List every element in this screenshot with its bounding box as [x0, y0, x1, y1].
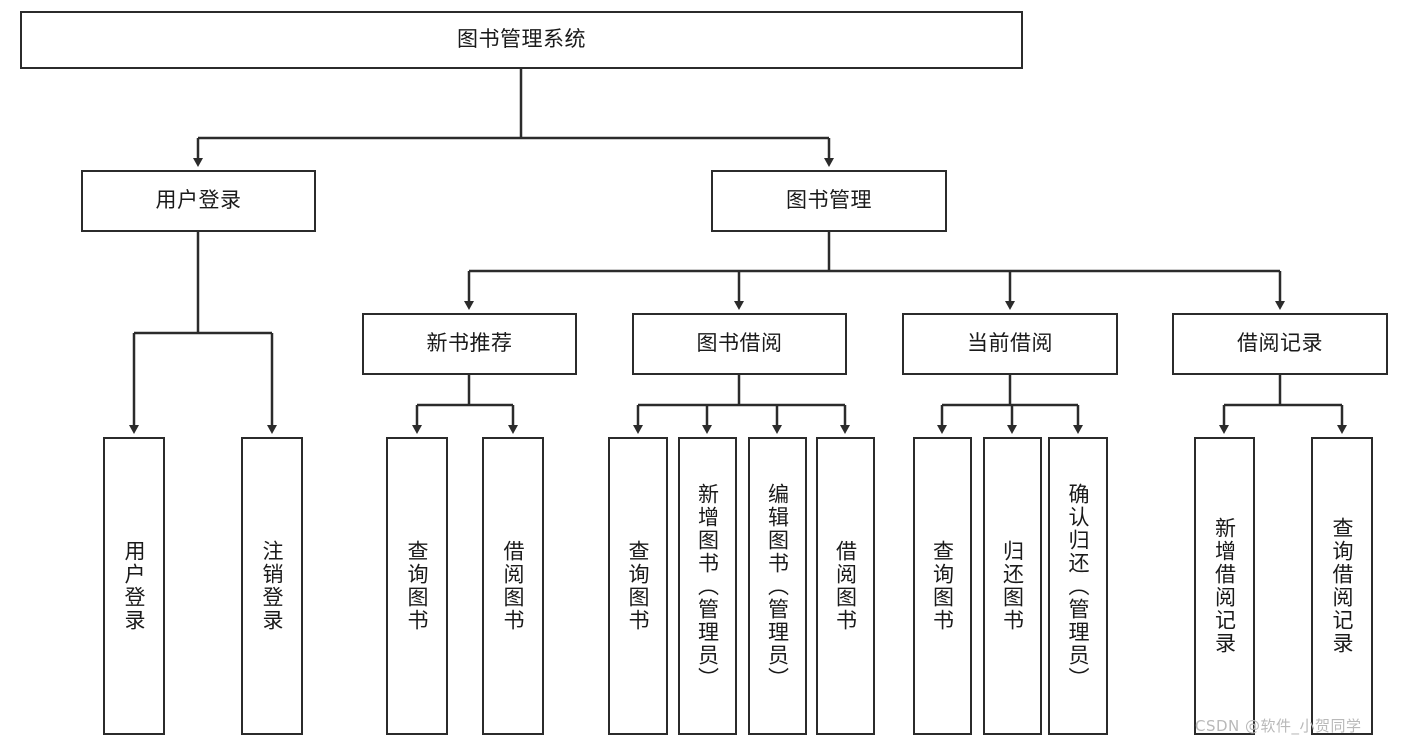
leaf-confirm-return-admin[interactable]: 确认归还（管理员） — [1048, 437, 1108, 735]
leaf-borrow-book-recommend[interactable]: 借阅图书 — [482, 437, 544, 735]
leaf-add-borrow-record[interactable]: 新增借阅记录 — [1194, 437, 1255, 735]
node-label: 借阅图书 — [833, 540, 858, 632]
leaf-logout-login[interactable]: 注销登录 — [241, 437, 303, 735]
node-label: 查询图书 — [405, 540, 430, 632]
node-borrow-record[interactable]: 借阅记录 — [1172, 313, 1388, 375]
node-label: 新增图书（管理员） — [695, 482, 720, 690]
leaf-query-borrow-record[interactable]: 查询借阅记录 — [1311, 437, 1373, 735]
leaf-borrow-book[interactable]: 借阅图书 — [816, 437, 875, 735]
node-book-management[interactable]: 图书管理 — [711, 170, 947, 232]
node-title-book-management-system[interactable]: 图书管理系统 — [20, 11, 1023, 69]
leaf-query-book-borrow[interactable]: 查询图书 — [608, 437, 668, 735]
node-label: 查询图书 — [930, 540, 955, 632]
node-label: 编辑图书（管理员） — [765, 482, 790, 690]
node-label: 查询借阅记录 — [1330, 517, 1355, 655]
node-label: 借阅图书 — [501, 540, 526, 632]
node-label: 用户登录 — [155, 188, 242, 213]
node-label: 归还图书 — [1000, 540, 1025, 632]
node-label: 确认归还（管理员） — [1066, 482, 1091, 690]
node-book-borrow[interactable]: 图书借阅 — [632, 313, 847, 375]
node-label: 新增借阅记录 — [1212, 517, 1237, 655]
node-label: 当前借阅 — [967, 331, 1053, 356]
node-label: 新书推荐 — [426, 331, 513, 356]
node-label: 图书管理 — [786, 188, 872, 213]
leaf-return-book[interactable]: 归还图书 — [983, 437, 1042, 735]
node-new-book-recommend[interactable]: 新书推荐 — [362, 313, 577, 375]
node-label: 注销登录 — [260, 540, 285, 632]
node-label: 查询图书 — [626, 540, 651, 632]
leaf-user-login[interactable]: 用户登录 — [103, 437, 165, 735]
node-label: 用户登录 — [122, 540, 147, 632]
node-label: 图书管理系统 — [457, 27, 586, 52]
leaf-edit-book-admin[interactable]: 编辑图书（管理员） — [748, 437, 807, 735]
node-label: 图书借阅 — [696, 331, 783, 356]
node-user-login[interactable]: 用户登录 — [81, 170, 316, 232]
leaf-query-book-recommend[interactable]: 查询图书 — [386, 437, 448, 735]
leaf-add-book-admin[interactable]: 新增图书（管理员） — [678, 437, 737, 735]
node-label: 借阅记录 — [1237, 331, 1323, 356]
leaf-query-book-current[interactable]: 查询图书 — [913, 437, 972, 735]
node-current-borrow[interactable]: 当前借阅 — [902, 313, 1118, 375]
